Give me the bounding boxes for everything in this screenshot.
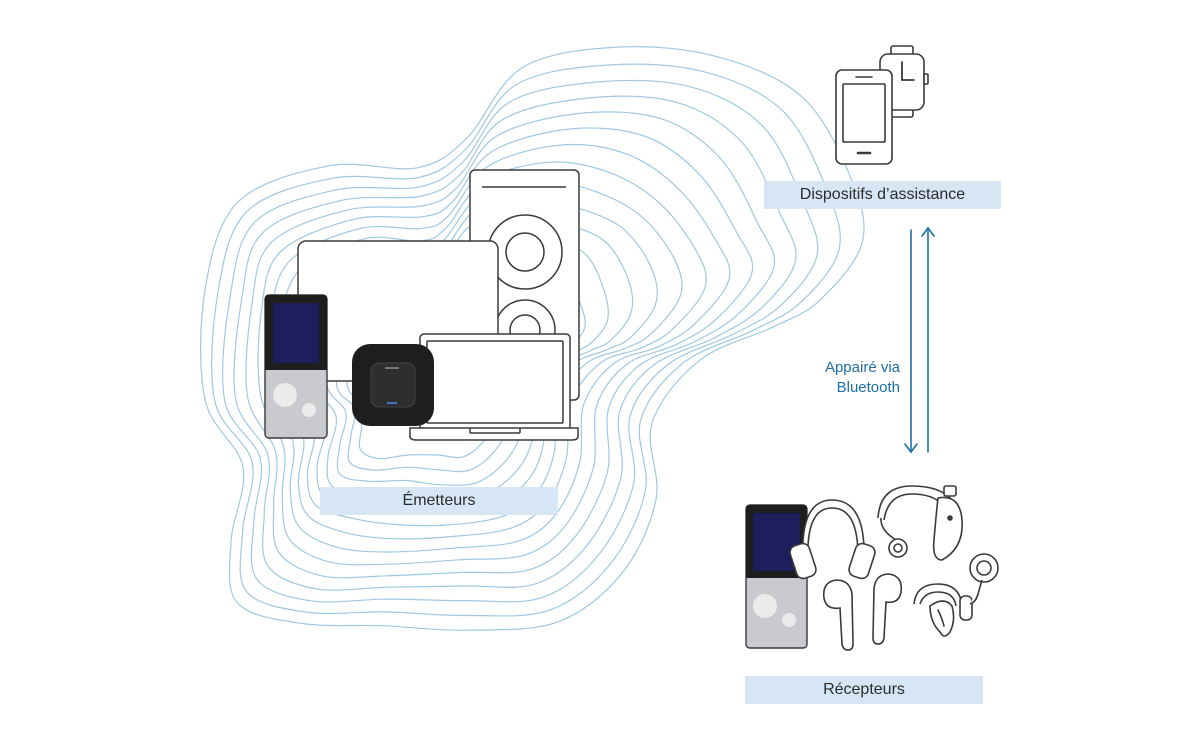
wave-contour	[211, 63, 841, 617]
media-player-icon	[264, 294, 328, 439]
pairing-label: Appairé via Bluetooth	[790, 358, 900, 398]
bluetooth-hub-icon	[352, 344, 434, 426]
wave-contour	[222, 79, 819, 603]
receivers-label: Récepteurs	[745, 676, 983, 704]
wave-contour	[290, 179, 683, 527]
wave-contour	[245, 111, 776, 579]
pairing-line-1: Appairé via	[824, 359, 900, 376]
smartphone-icon	[835, 69, 893, 165]
emitters-label: Émetteurs	[320, 487, 558, 515]
earbud-icon	[822, 573, 903, 651]
laptop-icon	[409, 333, 579, 441]
wave-contour	[268, 144, 731, 553]
wave-contour	[233, 95, 797, 591]
hearing-aid-icon	[877, 485, 963, 561]
cochlear-implant-icon	[913, 553, 999, 637]
headphones-icon	[789, 499, 876, 580]
pairing-arrows	[904, 226, 935, 454]
assistive-devices-label: Dispositifs d’assistance	[764, 181, 1001, 209]
wave-contour	[200, 46, 865, 631]
wave-contour	[279, 161, 707, 540]
wave-contour	[257, 127, 754, 566]
pairing-line-2: Bluetooth	[836, 379, 900, 396]
